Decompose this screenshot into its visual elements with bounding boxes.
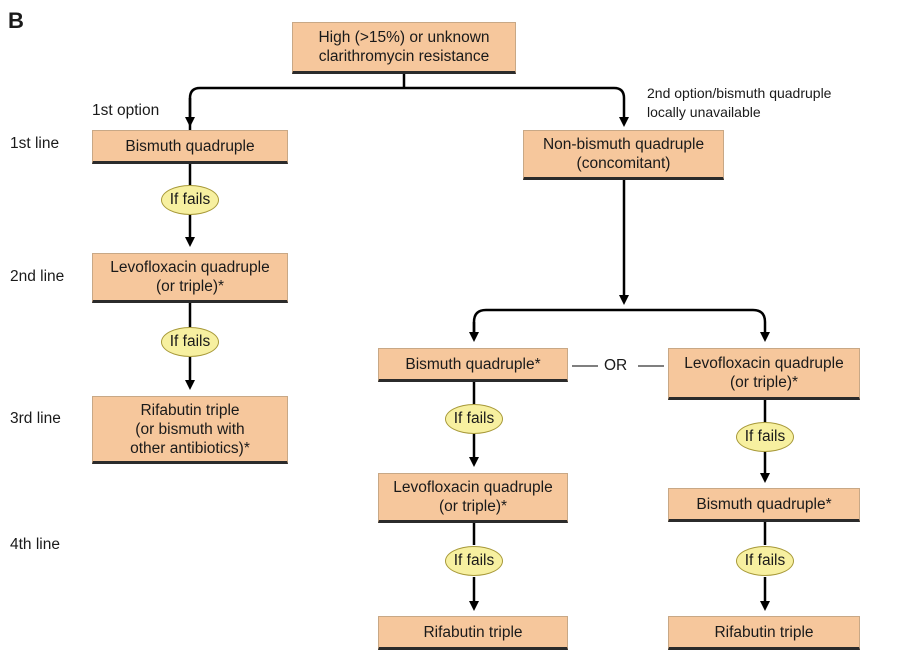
rl-third-line-text-1: Levofloxacin quadruple	[393, 479, 553, 496]
line-label-fourth: 4th line	[10, 536, 60, 553]
left-first-line-box: Bismuth quadruple	[92, 130, 288, 164]
left-third-line-text-2: (or bismuth with	[135, 420, 245, 438]
rl-second-line-box: Bismuth quadruple*	[378, 348, 568, 382]
top-box-line-1: High (>15%) or unknown	[318, 29, 490, 46]
rl-fourth-line-text: Rifabutin triple	[423, 623, 523, 641]
second-option-label: 2nd option/bismuth quadruple locally una…	[647, 84, 831, 122]
left-third-line-text-1: Rifabutin triple	[140, 401, 240, 419]
left-second-line-text-1: Levofloxacin quadruple	[110, 259, 270, 276]
rr-second-line-box: Levofloxacin quadruple (or triple)*	[668, 348, 860, 400]
right-first-line-text-2: (concomitant)	[576, 155, 671, 172]
if-fails-oval-left-2: If fails	[161, 327, 219, 357]
left-second-line-text-2: (or triple)*	[155, 278, 225, 295]
line-label-third: 3rd line	[10, 410, 61, 427]
rl-second-line-text: Bismuth quadruple*	[405, 355, 541, 373]
left-third-line-text-3: other antibiotics)*	[130, 439, 250, 457]
connector-top-split	[188, 86, 629, 130]
left-third-line-box: Rifabutin triple (or bismuth with other …	[92, 396, 288, 464]
or-label: OR	[600, 357, 632, 375]
rl-third-line-text-2: (or triple)*	[438, 498, 508, 515]
if-fails-oval-rl-2: If fails	[445, 546, 503, 576]
panel-letter: B	[8, 8, 24, 33]
left-first-line-text: Bismuth quadruple	[125, 137, 255, 155]
line-label-first: 1st line	[10, 135, 60, 152]
first-option-label: 1st option	[92, 102, 160, 119]
top-box: High (>15%) or unknown clarithromycin re…	[292, 22, 516, 74]
if-fails-oval-rr-1: If fails	[736, 422, 794, 452]
left-second-line-box: Levofloxacin quadruple (or triple)*	[92, 253, 288, 303]
second-option-label-line-2: locally unavailable	[647, 104, 761, 120]
rr-third-line-text: Bismuth quadruple*	[696, 495, 832, 513]
right-first-line-box: Non-bismuth quadruple (concomitant)	[523, 130, 724, 180]
rl-third-line-box: Levofloxacin quadruple (or triple)*	[378, 473, 568, 523]
if-fails-oval-left-1: If fails	[161, 185, 219, 215]
rr-second-line-text-1: Levofloxacin quadruple	[684, 355, 844, 372]
if-fails-oval-rl-1: If fails	[445, 404, 503, 434]
connector-right-split	[472, 308, 770, 342]
second-option-label-line-1: 2nd option/bismuth quadruple	[647, 85, 832, 101]
line-label-second: 2nd line	[10, 268, 65, 285]
top-box-line-2: clarithromycin resistance	[318, 48, 490, 65]
rr-third-line-box: Bismuth quadruple*	[668, 488, 860, 522]
rr-fourth-line-text: Rifabutin triple	[714, 623, 814, 641]
if-fails-oval-rr-2: If fails	[736, 546, 794, 576]
rl-fourth-line-box: Rifabutin triple	[378, 616, 568, 650]
right-first-line-text-1: Non-bismuth quadruple	[542, 136, 705, 153]
rr-second-line-text-2: (or triple)*	[729, 374, 799, 391]
rr-fourth-line-box: Rifabutin triple	[668, 616, 860, 650]
